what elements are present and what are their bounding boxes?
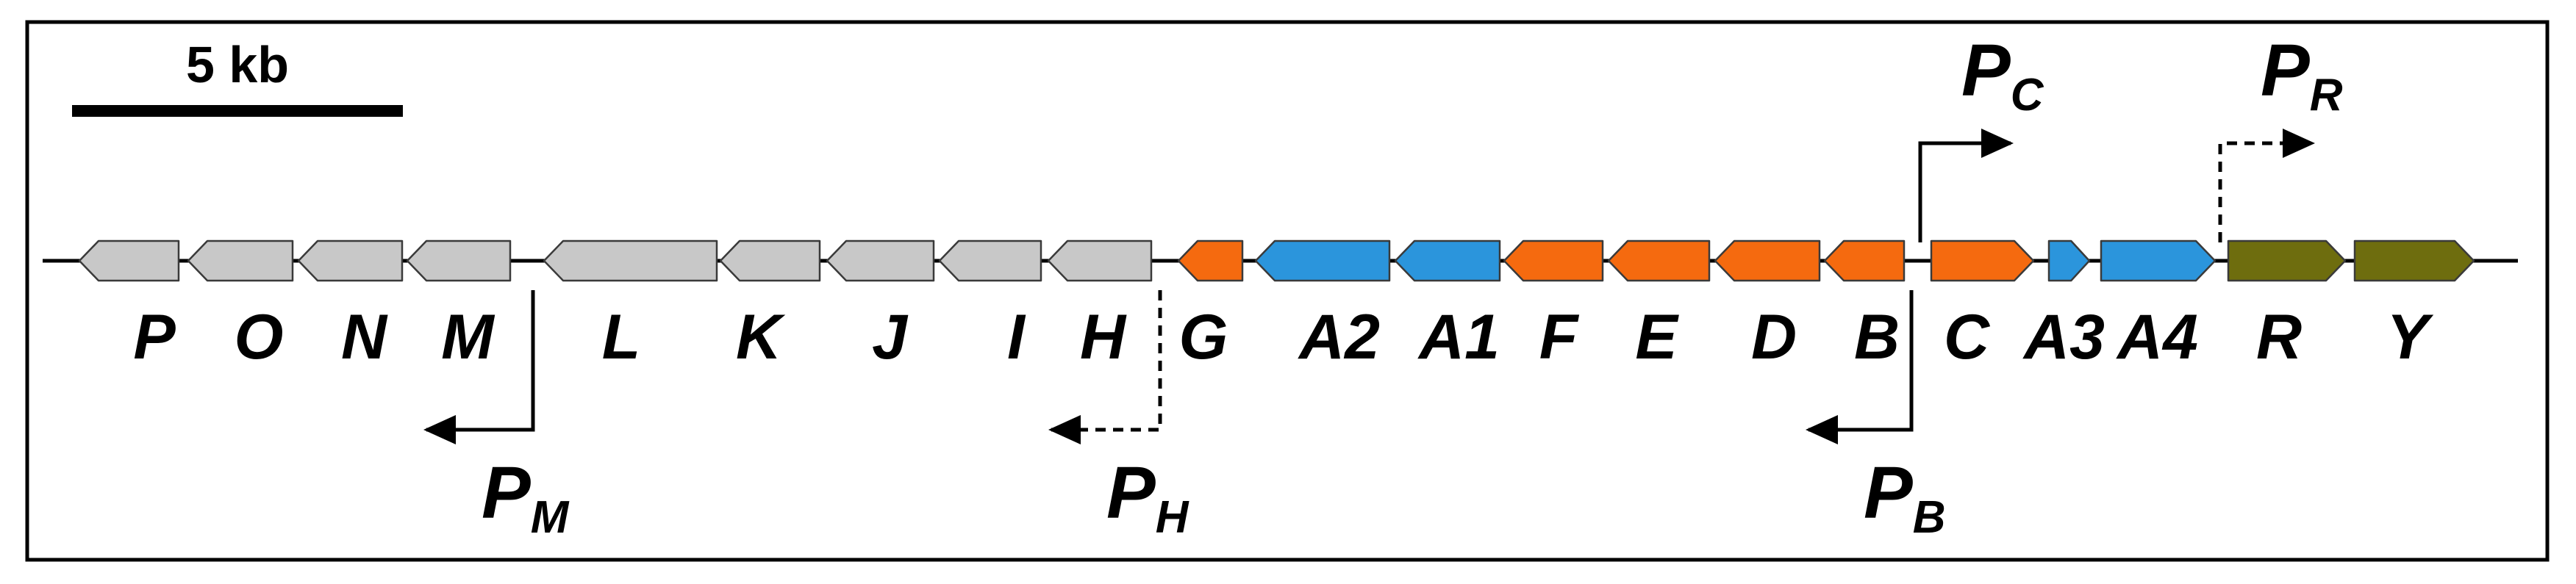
promoter-arrow-p-h <box>1051 290 1162 433</box>
promoter-arrowhead-p-c <box>1981 129 2014 158</box>
gene-label-a3: A3 <box>2022 302 2105 372</box>
gene-arrow-a1 <box>1394 239 1501 282</box>
gene-arrow-c <box>1930 239 2035 282</box>
promoter-label-p-m: PM <box>482 452 570 543</box>
gene-label-e: E <box>1635 302 1679 372</box>
promoter-arrowhead-p-b <box>1806 415 1838 444</box>
gene-label-a4: A4 <box>2116 302 2198 372</box>
gene-label-y: Y <box>2386 302 2433 372</box>
promoter-arrowhead-p-h <box>1048 415 1081 444</box>
gene-label-r: R <box>2256 302 2302 372</box>
gene-label-n: N <box>341 302 388 372</box>
gene-arrow-a2 <box>1254 239 1391 282</box>
gene-arrow-b <box>1823 239 1906 282</box>
gene-arrow-n <box>297 239 404 282</box>
gene-label-b: B <box>1854 302 1900 372</box>
gene-arrow-f <box>1503 239 1604 282</box>
gene-label-g: G <box>1179 302 1228 372</box>
gene-arrow-e <box>1607 239 1711 282</box>
gene-label-a2: A2 <box>1298 302 1380 372</box>
gene-arrow-a3 <box>2047 239 2091 282</box>
gene-arrow-o <box>187 239 294 282</box>
gene-arrow-a4 <box>2100 239 2217 282</box>
promoter-subscript-p-r: R <box>2310 70 2343 120</box>
promoter-subscript-p-h: H <box>1156 492 1189 543</box>
promoter-arrow-p-b <box>1808 290 1914 433</box>
promoter-arrowhead-p-r <box>2283 129 2315 158</box>
gene-arrow-k <box>719 239 821 282</box>
gene-arrow-r <box>2227 239 2347 282</box>
gene-label-a1: A1 <box>1417 302 1500 372</box>
gene-label-h: H <box>1080 302 1127 372</box>
gene-label-o: O <box>235 302 284 372</box>
gene-arrow-h <box>1047 239 1153 282</box>
promoter-arrow-p-r <box>2218 140 2313 242</box>
gene-label-l: L <box>602 302 641 372</box>
promoter-subscript-p-c: C <box>2011 70 2044 120</box>
scale-bar-label: 5 kb <box>186 36 289 93</box>
promoter-arrow-p-c <box>1918 140 2011 242</box>
gene-label-d: D <box>1751 302 1797 372</box>
gene-arrow-i <box>938 239 1042 282</box>
gene-label-p: P <box>133 302 176 372</box>
gene-arrow-j <box>826 239 935 282</box>
gene-label-m: M <box>441 302 495 372</box>
promoter-subscript-p-m: M <box>531 492 570 543</box>
gene-arrow-d <box>1714 239 1821 282</box>
gene-arrow-l <box>543 239 718 282</box>
promoter-arrowhead-p-m <box>423 415 456 444</box>
figure-frame <box>25 20 2550 562</box>
gene-label-c: C <box>1944 302 1991 372</box>
gene-label-k: K <box>736 302 786 372</box>
promoter-subscript-p-b: B <box>1913 492 1946 543</box>
gene-label-i: I <box>1007 302 1026 372</box>
promoter-arrow-p-m <box>426 290 535 433</box>
gene-arrow-p <box>78 239 180 282</box>
gene-arrow-g <box>1177 239 1244 282</box>
gene-arrow-y <box>2353 239 2475 282</box>
gene-label-j: J <box>872 302 909 372</box>
gene-label-f: F <box>1539 302 1580 372</box>
gene-arrow-m <box>406 239 512 282</box>
